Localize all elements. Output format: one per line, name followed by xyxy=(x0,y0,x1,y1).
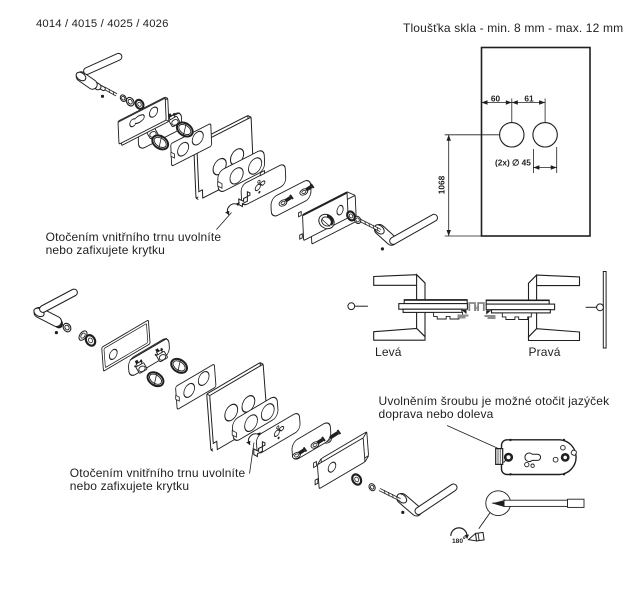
svg-text:60: 60 xyxy=(491,93,501,103)
svg-text:180: 180 xyxy=(452,538,463,545)
svg-text:1068: 1068 xyxy=(437,175,447,194)
svg-text:(2x) ∅ 45: (2x) ∅ 45 xyxy=(495,157,531,167)
svg-text:61: 61 xyxy=(524,93,534,103)
